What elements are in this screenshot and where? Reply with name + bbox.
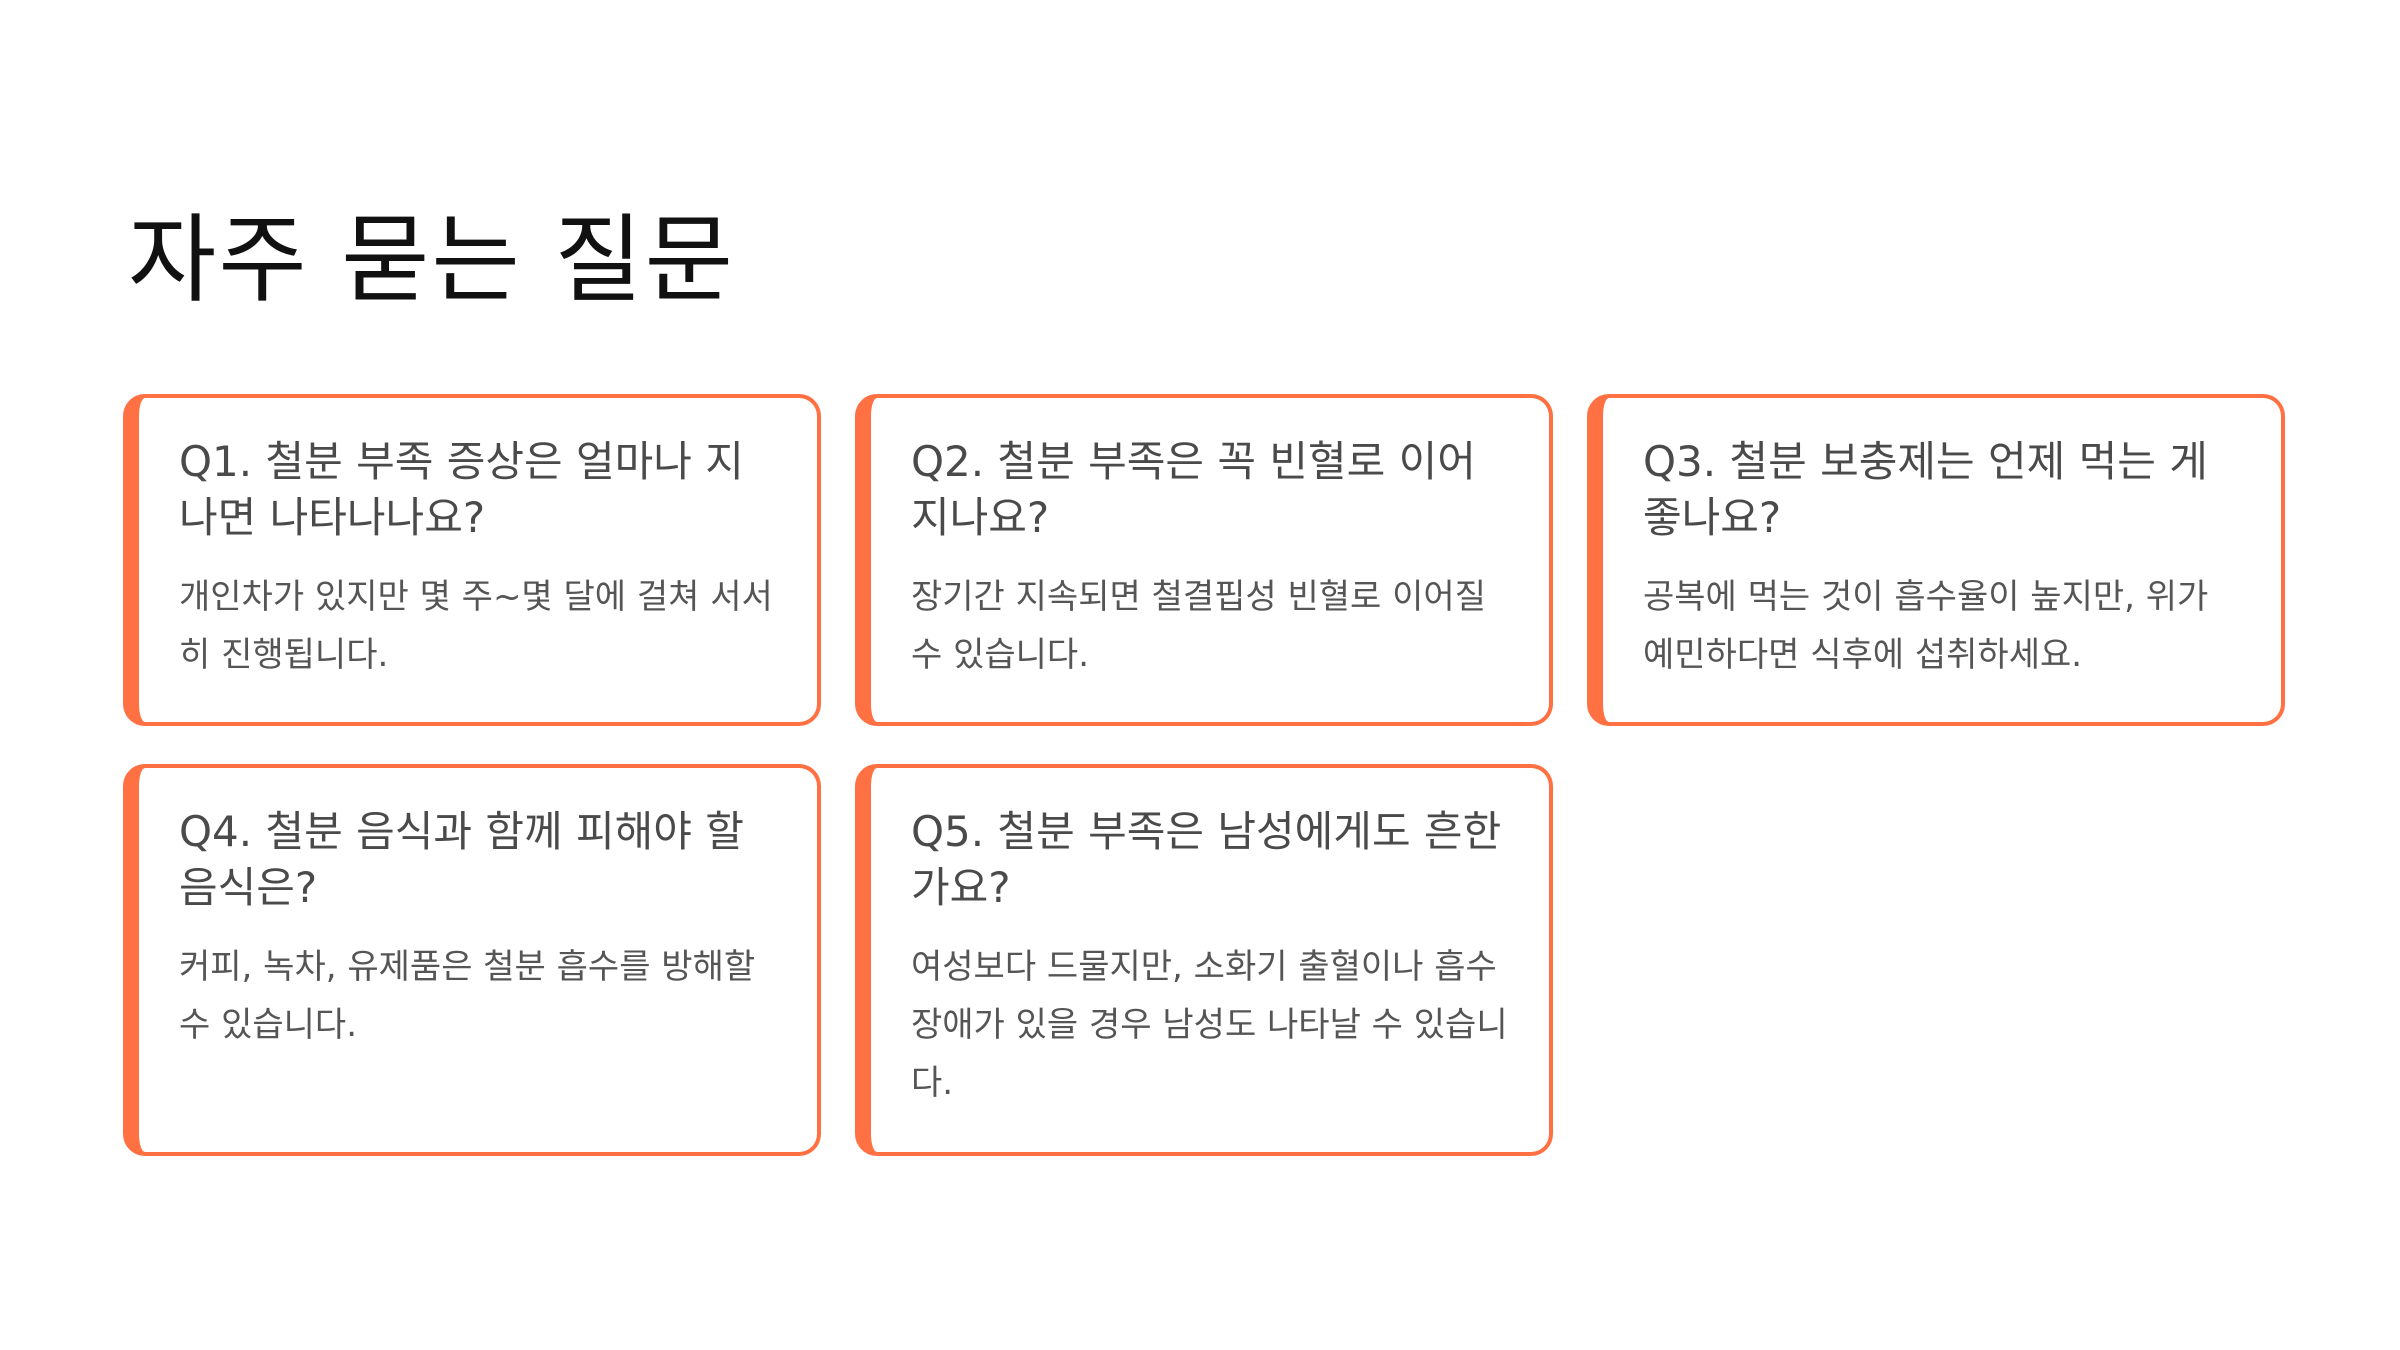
- faq-answer: 커피, 녹차, 유제품은 철분 흡수를 방해할 수 있습니다.: [179, 947, 756, 1045]
- faq-question: Q5. 철분 부족은 남성에게도 흔한가요?: [911, 807, 1502, 912]
- faq-question: Q2. 철분 부족은 꼭 빈혈로 이어지나요?: [911, 437, 1476, 542]
- faq-question: Q1. 철분 부족 증상은 얼마나 지나면 나타나나요?: [179, 437, 744, 542]
- faq-card-5: Q5. 철분 부족은 남성에게도 흔한가요? 여성보다 드물지만, 소화기 출혈…: [855, 764, 1553, 1156]
- faq-question: Q3. 철분 보충제는 언제 먹는 게 좋나요?: [1643, 437, 2208, 542]
- page-title: 자주 묻는 질문: [128, 204, 735, 316]
- faq-answer: 공복에 먹는 것이 흡수율이 높지만, 위가 예민하다면 식후에 섭취하세요.: [1643, 577, 2209, 675]
- faq-card-3: Q3. 철분 보충제는 언제 먹는 게 좋나요? 공복에 먹는 것이 흡수율이 …: [1587, 394, 2285, 726]
- faq-answer: 장기간 지속되면 철결핍성 빈혈로 이어질 수 있습니다.: [911, 577, 1486, 675]
- faq-card-1: Q1. 철분 부족 증상은 얼마나 지나면 나타나나요? 개인차가 있지만 몇 …: [123, 394, 821, 726]
- faq-answer: 여성보다 드물지만, 소화기 출혈이나 흡수 장애가 있을 경우 남성도 나타날…: [911, 947, 1508, 1103]
- faq-question: Q4. 철분 음식과 함께 피해야 할 음식은?: [179, 807, 744, 912]
- faq-card-4: Q4. 철분 음식과 함께 피해야 할 음식은? 커피, 녹차, 유제품은 철분…: [123, 764, 821, 1156]
- faq-card-2: Q2. 철분 부족은 꼭 빈혈로 이어지나요? 장기간 지속되면 철결핍성 빈혈…: [855, 394, 1553, 726]
- faq-grid: Q1. 철분 부족 증상은 얼마나 지나면 나타나나요? 개인차가 있지만 몇 …: [123, 394, 2285, 1156]
- faq-answer: 개인차가 있지만 몇 주~몇 달에 걸쳐 서서히 진행됩니다.: [179, 577, 773, 675]
